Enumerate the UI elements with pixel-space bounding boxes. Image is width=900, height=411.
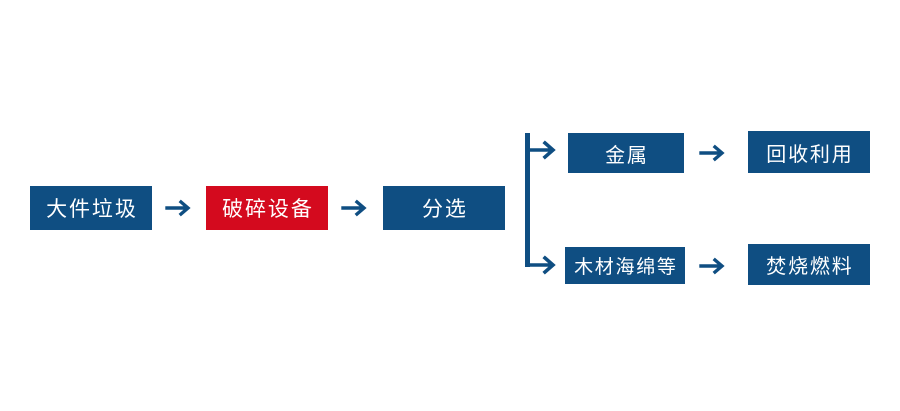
node-sorting[interactable]: 分选 bbox=[383, 186, 505, 230]
node-crushing-equipment[interactable]: 破碎设备 bbox=[206, 186, 328, 230]
arrow-crusher-to-sorting-icon bbox=[340, 193, 370, 223]
arrow-metal-to-recycling-icon bbox=[698, 138, 728, 168]
node-recycling-reuse[interactable]: 回收利用 bbox=[748, 131, 870, 173]
node-label: 焚烧燃料 bbox=[766, 256, 854, 278]
node-wood-sponge-etc[interactable]: 木材海绵等 bbox=[565, 247, 685, 284]
node-label: 金属 bbox=[605, 144, 649, 167]
node-label: 破碎设备 bbox=[222, 198, 314, 221]
branch-arrow-bottom-icon bbox=[525, 252, 559, 278]
arrow-waste-to-crusher-icon bbox=[164, 193, 194, 223]
node-label: 木材海绵等 bbox=[574, 257, 678, 278]
node-label: 分选 bbox=[422, 198, 468, 221]
branch-arrow-top-icon bbox=[525, 137, 559, 163]
arrow-wood-to-fuel-icon bbox=[698, 251, 728, 281]
split-rail-connector bbox=[525, 133, 530, 267]
node-bulky-waste[interactable]: 大件垃圾 bbox=[30, 186, 152, 230]
node-metal[interactable]: 金属 bbox=[568, 133, 684, 173]
node-label: 回收利用 bbox=[766, 143, 854, 166]
node-label: 大件垃圾 bbox=[46, 198, 138, 221]
node-incineration-fuel[interactable]: 焚烧燃料 bbox=[748, 244, 870, 285]
